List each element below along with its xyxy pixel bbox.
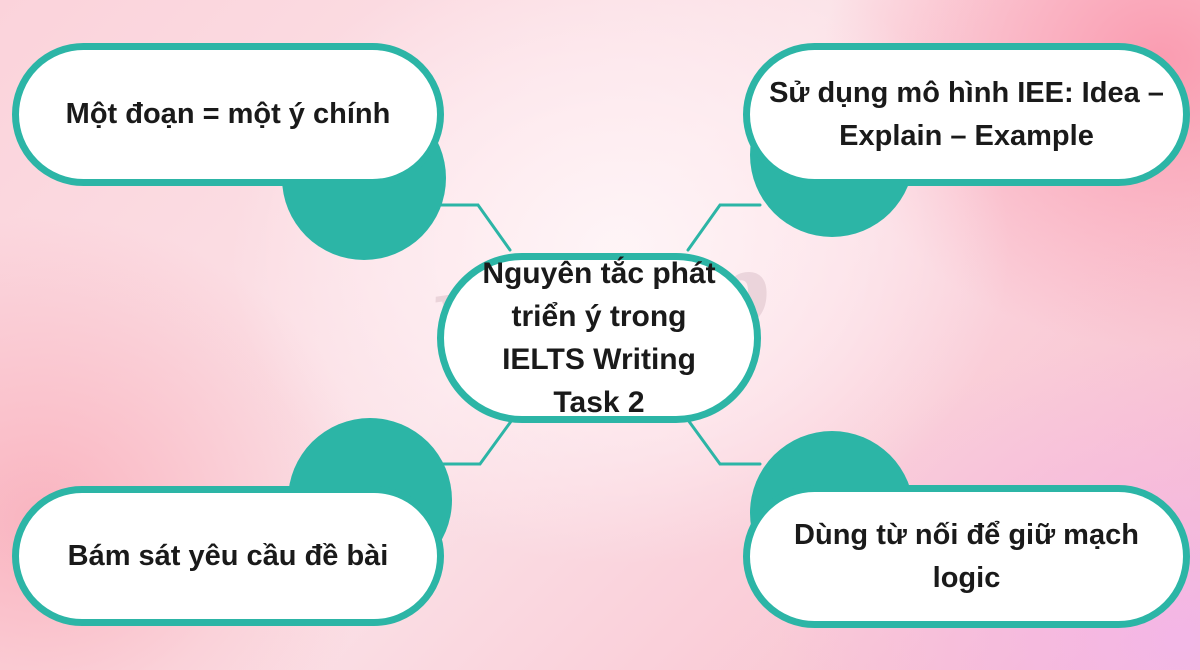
branch-node-bottom-right: Dùng từ nối để giữ mạch logic	[743, 485, 1190, 628]
branch-label-top-left: Một đoạn = một ý chính	[65, 98, 391, 130]
connector-bottom-right	[686, 418, 762, 466]
branch-node-top-left: Một đoạn = một ý chính	[12, 43, 444, 186]
branch-label-top-right: Sử dụng mô hình IEE: Idea – Explain – Ex…	[769, 76, 1164, 152]
branch-label-bottom-left: Bám sát yêu cầu đề bài	[67, 539, 389, 572]
branch-node-top-right: Sử dụng mô hình IEE: Idea – Explain – Ex…	[743, 43, 1190, 186]
branch-node-bottom-left: Bám sát yêu cầu đề bài	[12, 486, 444, 626]
central-topic-node: Nguyên tắc phát triển ý trong IELTS Writ…	[437, 253, 761, 423]
branch-label-bottom-right: Dùng từ nối để giữ mạch logic	[794, 518, 1139, 594]
central-topic-title: Nguyên tắc phát triển ý trong IELTS Writ…	[482, 257, 716, 419]
connector-top-right	[686, 203, 762, 252]
connector-bottom-left	[428, 418, 514, 466]
connector-top-left	[428, 203, 512, 252]
